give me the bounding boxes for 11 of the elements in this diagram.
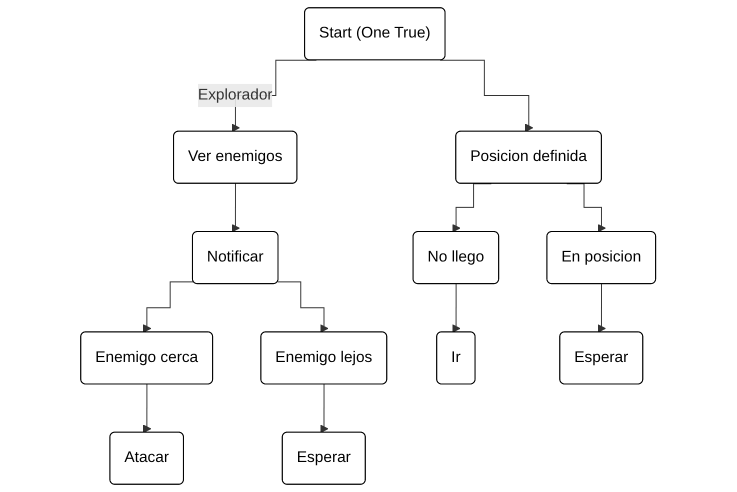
arrow <box>566 183 606 232</box>
arrow <box>440 60 534 132</box>
arrow <box>232 183 240 232</box>
arrow <box>452 183 492 232</box>
arrow <box>143 281 194 333</box>
edge-label: Explorador <box>198 86 273 104</box>
arrow <box>598 284 606 333</box>
arrow <box>143 384 152 434</box>
arrow <box>452 284 461 333</box>
arrow <box>320 384 329 434</box>
arrow <box>278 281 329 333</box>
